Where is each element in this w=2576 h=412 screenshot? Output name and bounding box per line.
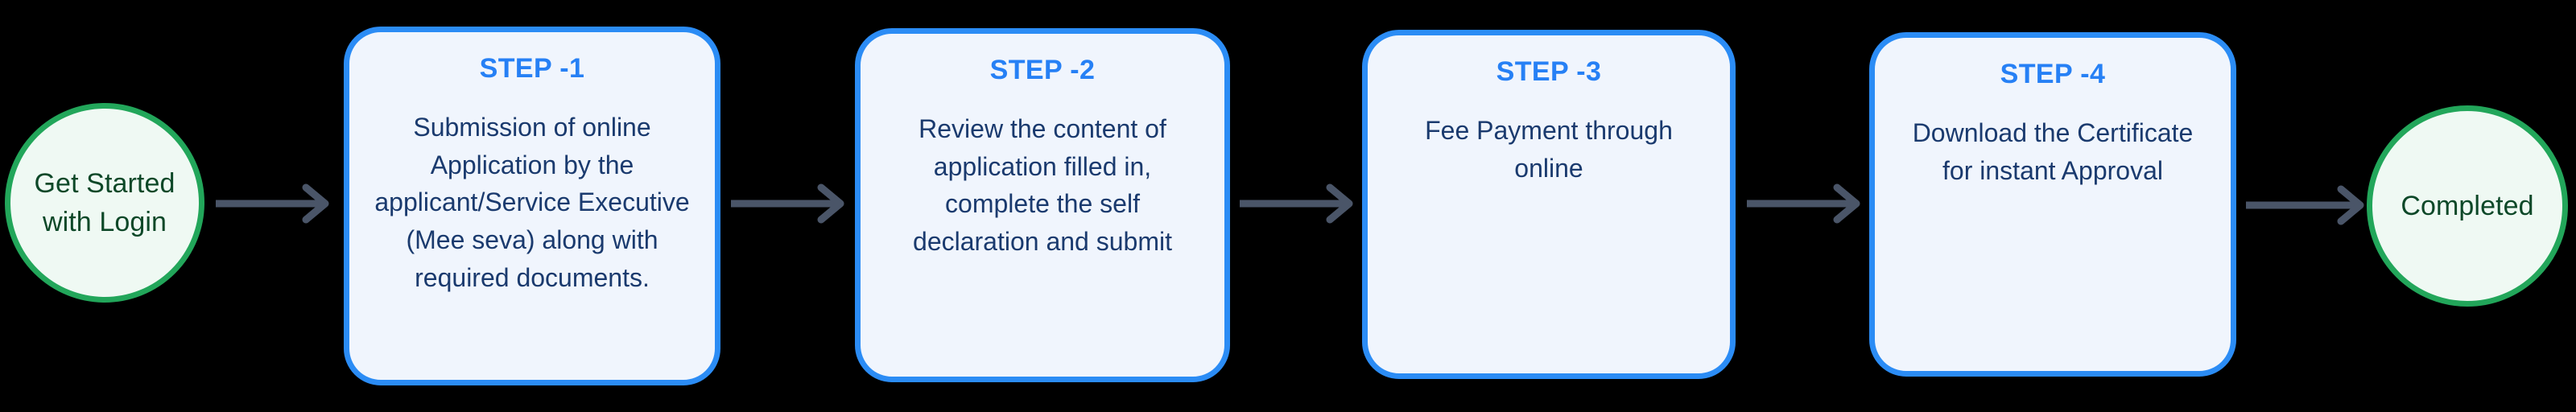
step-4-body: Download the Certificate for instant App… <box>1912 118 2194 185</box>
step-box-4[interactable]: STEP -4 Download the Certificate for ins… <box>1869 32 2236 377</box>
arrow-step2-to-step3 <box>1240 183 1357 224</box>
step-2-title: STEP -2 <box>989 55 1096 85</box>
step-3-body: Fee Payment through online <box>1425 116 1673 183</box>
step-2-body: Review the content of application filled… <box>913 114 1172 257</box>
arrow-step1-to-step2 <box>731 183 848 224</box>
step-3-title: STEP -3 <box>1496 56 1602 87</box>
step-4-title: STEP -4 <box>2000 59 2106 89</box>
start-node[interactable]: Get Started with Login <box>5 103 204 303</box>
arrow-step4-to-completed <box>2246 185 2368 225</box>
step-box-3[interactable]: STEP -3 Fee Payment through online <box>1362 30 1736 379</box>
step-1-body: Submission of online Application by the … <box>374 113 690 292</box>
arrow-step3-to-step4 <box>1747 183 1864 224</box>
end-node-label: Completed <box>2401 190 2534 221</box>
step-box-1[interactable]: STEP -1 Submission of online Application… <box>344 27 720 385</box>
step-1-title: STEP -1 <box>479 53 585 84</box>
start-node-label: Get Started with Login <box>34 167 175 237</box>
step-box-2[interactable]: STEP -2 Review the content of applicatio… <box>855 28 1230 382</box>
arrow-start-to-step1 <box>216 183 333 224</box>
end-node[interactable]: Completed <box>2367 105 2568 307</box>
